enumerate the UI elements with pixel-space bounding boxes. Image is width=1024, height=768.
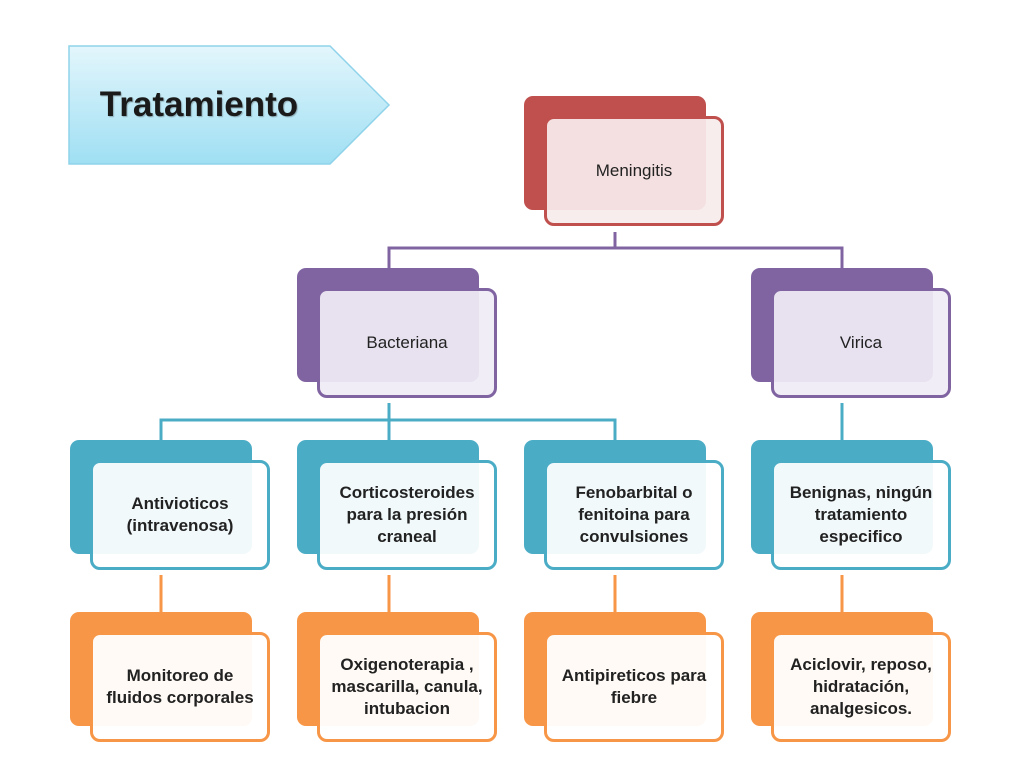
node-label: Fenobarbital o fenitoina para convulsion… bbox=[544, 460, 724, 570]
node-bacteriana: Bacteriana bbox=[297, 268, 503, 404]
node-aciclovir: Aciclovir, reposo, hidratación, analgesi… bbox=[751, 612, 957, 748]
support-connectors bbox=[159, 575, 844, 612]
node-label: Oxigenoterapia , mascarilla, canula, int… bbox=[317, 632, 497, 742]
node-oxigenoterapia: Oxigenoterapia , mascarilla, canula, int… bbox=[297, 612, 503, 748]
node-fenobarbital: Fenobarbital o fenitoina para convulsion… bbox=[524, 440, 730, 576]
bacteriana-connectors bbox=[159, 403, 617, 440]
title-banner: Tratamiento bbox=[68, 45, 391, 165]
node-virica: Virica bbox=[751, 268, 957, 404]
node-antipireticos: Antipireticos para fiebre bbox=[524, 612, 730, 748]
node-meningitis: Meningitis bbox=[524, 96, 730, 232]
root-connectors bbox=[387, 232, 844, 268]
node-label: Virica bbox=[771, 288, 951, 398]
node-corticosteroides: Corticosteroides para la presión craneal bbox=[297, 440, 503, 576]
title-banner-arrow-shape bbox=[68, 45, 391, 165]
node-label: Corticosteroides para la presión craneal bbox=[317, 460, 497, 570]
node-benignas: Benignas, ningún tratamiento especifico bbox=[751, 440, 957, 576]
node-label: Monitoreo de fluidos corporales bbox=[90, 632, 270, 742]
node-label: Antipireticos para fiebre bbox=[544, 632, 724, 742]
page-title: Tratamiento bbox=[99, 85, 299, 124]
node-label: Antivioticos (intravenosa) bbox=[90, 460, 270, 570]
node-label: Aciclovir, reposo, hidratación, analgesi… bbox=[771, 632, 951, 742]
node-monitoreo: Monitoreo de fluidos corporales bbox=[70, 612, 276, 748]
node-label: Bacteriana bbox=[317, 288, 497, 398]
node-antivioticos: Antivioticos (intravenosa) bbox=[70, 440, 276, 576]
node-label: Meningitis bbox=[544, 116, 724, 226]
node-label: Benignas, ningún tratamiento especifico bbox=[771, 460, 951, 570]
